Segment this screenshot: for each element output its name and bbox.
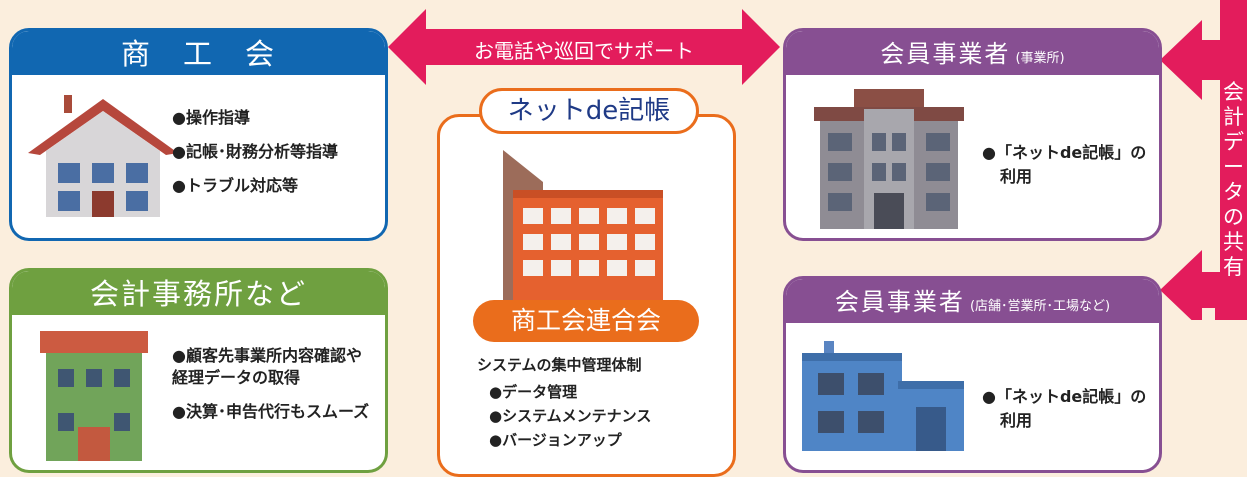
- double-arrow-icon: [388, 9, 780, 85]
- top-arrow-label: お電話や巡回でサポート: [474, 39, 694, 63]
- member-office-title: 会員事業者: [880, 40, 1011, 68]
- list-item: トラブル対応等: [172, 175, 382, 197]
- member-office-note: ●「ネットde記帳」の 利用: [982, 141, 1146, 189]
- shop-building-icon: [802, 341, 964, 451]
- federation-building-icon: [503, 150, 663, 302]
- center-badge: ネットde記帳: [479, 88, 699, 134]
- list-item: 顧客先事業所内容確認や経理データの取得: [172, 345, 372, 389]
- center-badge-label: ネットde記帳: [507, 96, 671, 126]
- federation-label-text: 商工会連合会: [510, 306, 661, 335]
- accounting-header: 会計事務所など: [12, 271, 385, 315]
- office-building-icon: [814, 89, 964, 229]
- center-list: データ管理 システムメンテナンス バージョンアップ: [489, 381, 719, 453]
- list-item: 操作指導: [172, 107, 382, 129]
- list-item: 決算･申告代行もスムーズ: [172, 401, 372, 423]
- shokokai-title: 商 工 会: [120, 37, 276, 71]
- list-item: データ管理: [489, 381, 719, 403]
- share-label: 会計データの共有: [1223, 80, 1244, 279]
- share-arrow-icon: [1160, 0, 1247, 320]
- shokokai-header: 商 工 会: [12, 31, 385, 75]
- list-item: バージョンアップ: [489, 429, 719, 451]
- house-icon: [28, 95, 178, 217]
- member-office-header: 会員事業者 (事業所): [786, 31, 1159, 75]
- accounting-house-icon: [40, 331, 148, 461]
- member-shop-note-line2: 利用: [1000, 411, 1033, 430]
- member-office-subtitle: (事業所): [1015, 51, 1065, 66]
- list-item: システムメンテナンス: [489, 405, 719, 427]
- accounting-office-box: 会計事務所など 顧客先事業所内容確認や経理データの取得 決算･申告代行もスムーズ: [9, 268, 388, 473]
- accounting-list: 顧客先事業所内容確認や経理データの取得 決算･申告代行もスムーズ: [172, 345, 372, 435]
- list-item: 記帳･財務分析等指導: [172, 141, 382, 163]
- shokokai-box: 商 工 会 操作指導 記帳･財務分析等指導 トラブル対応等: [9, 28, 388, 241]
- member-shop-title: 会員事業者: [834, 288, 965, 316]
- member-office-note-line2: 利用: [1000, 167, 1033, 186]
- shokokai-list: 操作指導 記帳･財務分析等指導 トラブル対応等: [172, 107, 382, 209]
- federation-label: 商工会連合会: [473, 300, 699, 342]
- right-share-arrow: 会計データの共有: [1160, 0, 1247, 320]
- member-shop-box: 会員事業者 (店舗･営業所･工場など) ●「ネットde記帳」の 利用: [783, 276, 1162, 473]
- member-shop-subtitle: (店舗･営業所･工場など): [969, 299, 1111, 314]
- member-office-note-line1: ●「ネットde記帳」の: [982, 143, 1147, 162]
- member-office-box: 会員事業者 (事業所) ●「ネットde記帳」の 利用: [783, 28, 1162, 241]
- top-support-arrow: お電話や巡回でサポート: [388, 9, 780, 85]
- member-shop-note: ●「ネットde記帳」の 利用: [982, 385, 1146, 433]
- member-shop-note-line1: ●「ネットde記帳」の: [982, 387, 1147, 406]
- member-shop-header: 会員事業者 (店舗･営業所･工場など): [786, 279, 1159, 323]
- accounting-title: 会計事務所など: [89, 277, 307, 311]
- system-title: システムの集中管理体制: [477, 356, 642, 374]
